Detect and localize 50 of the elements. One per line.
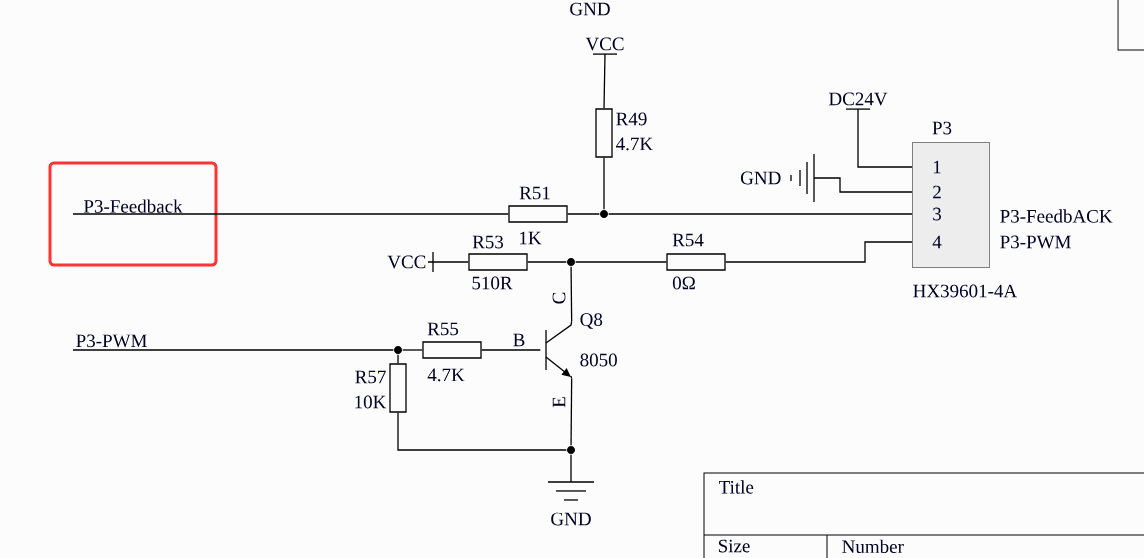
pin-number: 2: [933, 185, 941, 199]
component-label: B: [513, 333, 525, 347]
component-label: HX39601-4A: [913, 284, 1017, 298]
wire: [397, 354, 399, 364]
component-label: E: [552, 397, 566, 408]
highlight-box: P3-Feedback: [48, 161, 219, 267]
component-label: R57: [355, 370, 386, 384]
wire: [216, 213, 509, 215]
wire: [725, 241, 913, 263]
component-label: 0Ω: [672, 276, 695, 290]
component-label: 10K: [355, 395, 387, 409]
net-label: GND: [570, 2, 610, 16]
wire: [570, 378, 573, 446]
component-label: 4.7K: [427, 368, 465, 382]
pin-number: 1: [933, 160, 941, 174]
pin-number: 3: [933, 207, 941, 221]
wire: [570, 454, 572, 483]
wire: [397, 412, 567, 451]
title-block-label: Title: [719, 480, 754, 494]
wire: [575, 261, 667, 263]
wire: [857, 108, 913, 168]
component-label: 510R: [472, 276, 513, 290]
component-label: P3: [932, 121, 952, 135]
net-label: P3-PWM: [76, 334, 147, 348]
wire: [567, 213, 600, 215]
wire: [402, 349, 423, 351]
component-label: C: [552, 292, 566, 304]
wire: [527, 261, 567, 263]
title-block-label: Size: [718, 539, 750, 553]
component-label: 8050: [580, 353, 617, 367]
title-block-label: Number: [842, 539, 904, 554]
wire: [481, 349, 541, 351]
wire: [603, 53, 606, 109]
component-label: 4.7K: [616, 137, 653, 151]
wire: [608, 213, 913, 215]
component-label: P3-PWM: [1000, 235, 1071, 249]
pin-number: 4: [932, 235, 942, 249]
component-label: Q8: [580, 313, 603, 329]
wire: [813, 177, 913, 193]
component-label: R53: [472, 235, 504, 249]
wire: [570, 266, 573, 322]
wire: [427, 261, 469, 263]
component-label: R51: [519, 186, 550, 200]
wire: [72, 349, 394, 351]
component-label: 1K: [520, 231, 542, 245]
component-label: R55: [427, 322, 459, 336]
component-label: P3-FeedbACK: [1000, 209, 1113, 223]
wire: [603, 157, 605, 210]
component-label: R49: [616, 112, 647, 126]
component-label: R54: [672, 233, 704, 247]
